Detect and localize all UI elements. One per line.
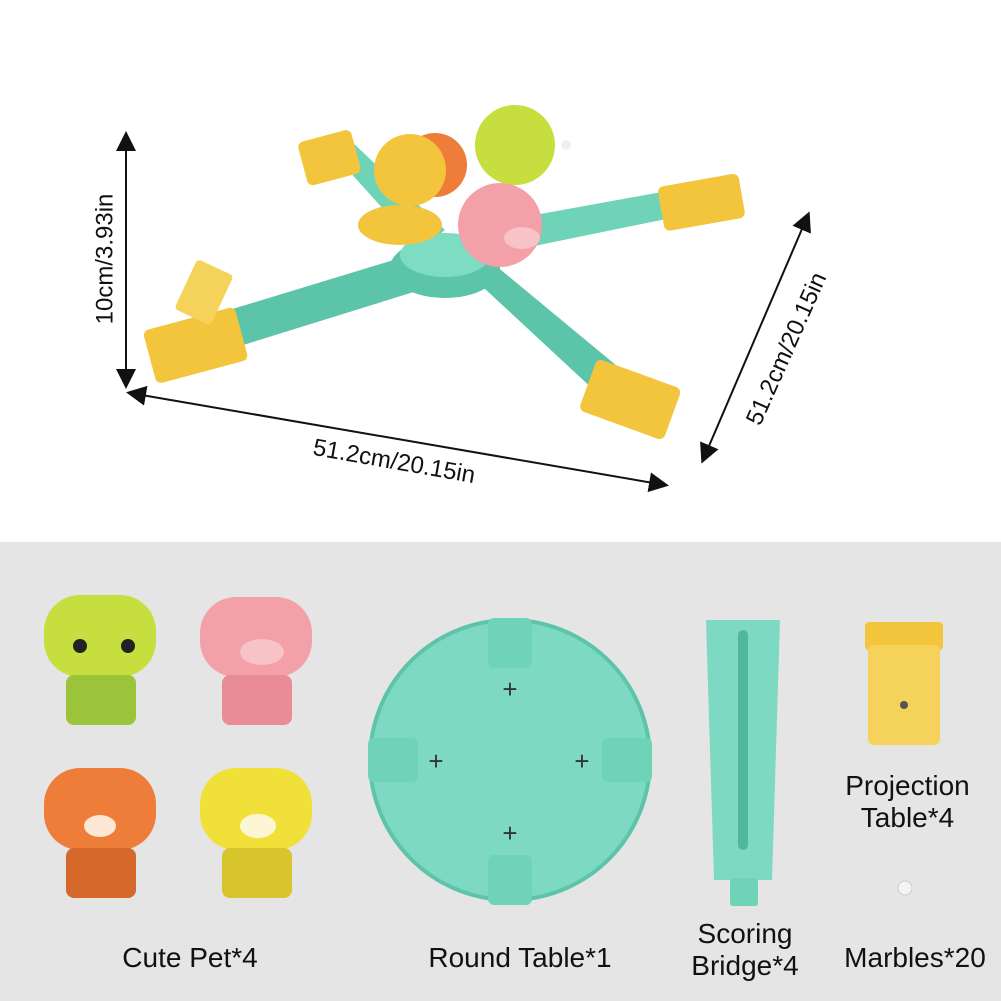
cute-pet-yellow bbox=[200, 768, 312, 898]
cute-pet-pink bbox=[200, 597, 312, 725]
cute-pet-lime bbox=[44, 595, 156, 725]
scoring-bridge-label-line1: Scoring bbox=[697, 918, 793, 949]
width-arrow bbox=[126, 385, 669, 493]
projection-table-label-line2: Table*4 bbox=[860, 802, 955, 833]
round-table-label: Round Table*1 bbox=[428, 942, 612, 973]
depth-arrow bbox=[700, 211, 811, 464]
marble bbox=[897, 880, 913, 896]
projection-table-part bbox=[865, 622, 943, 745]
height-label: 10cm/3.93in bbox=[91, 193, 119, 325]
assembled-toy bbox=[143, 105, 745, 440]
svg-text:+: + bbox=[502, 818, 517, 848]
scoring-bridge-label-line2: Bridge*4 bbox=[691, 950, 799, 981]
svg-text:+: + bbox=[574, 746, 589, 776]
svg-text:+: + bbox=[428, 746, 443, 776]
cute-pet-label: Cute Pet*4 bbox=[122, 942, 258, 973]
scoring-bridge-label: Scoring Bridge*4 bbox=[670, 918, 820, 982]
marbles-label: Marbles*20 bbox=[844, 942, 986, 973]
projection-table-label: Projection Table*4 bbox=[825, 770, 990, 834]
projection-table-label-line1: Projection bbox=[845, 770, 970, 801]
round-table-part: + + + + bbox=[368, 618, 652, 905]
cute-pet-orange bbox=[44, 768, 156, 898]
svg-text:+: + bbox=[502, 674, 517, 704]
scoring-bridge-part bbox=[706, 620, 780, 906]
